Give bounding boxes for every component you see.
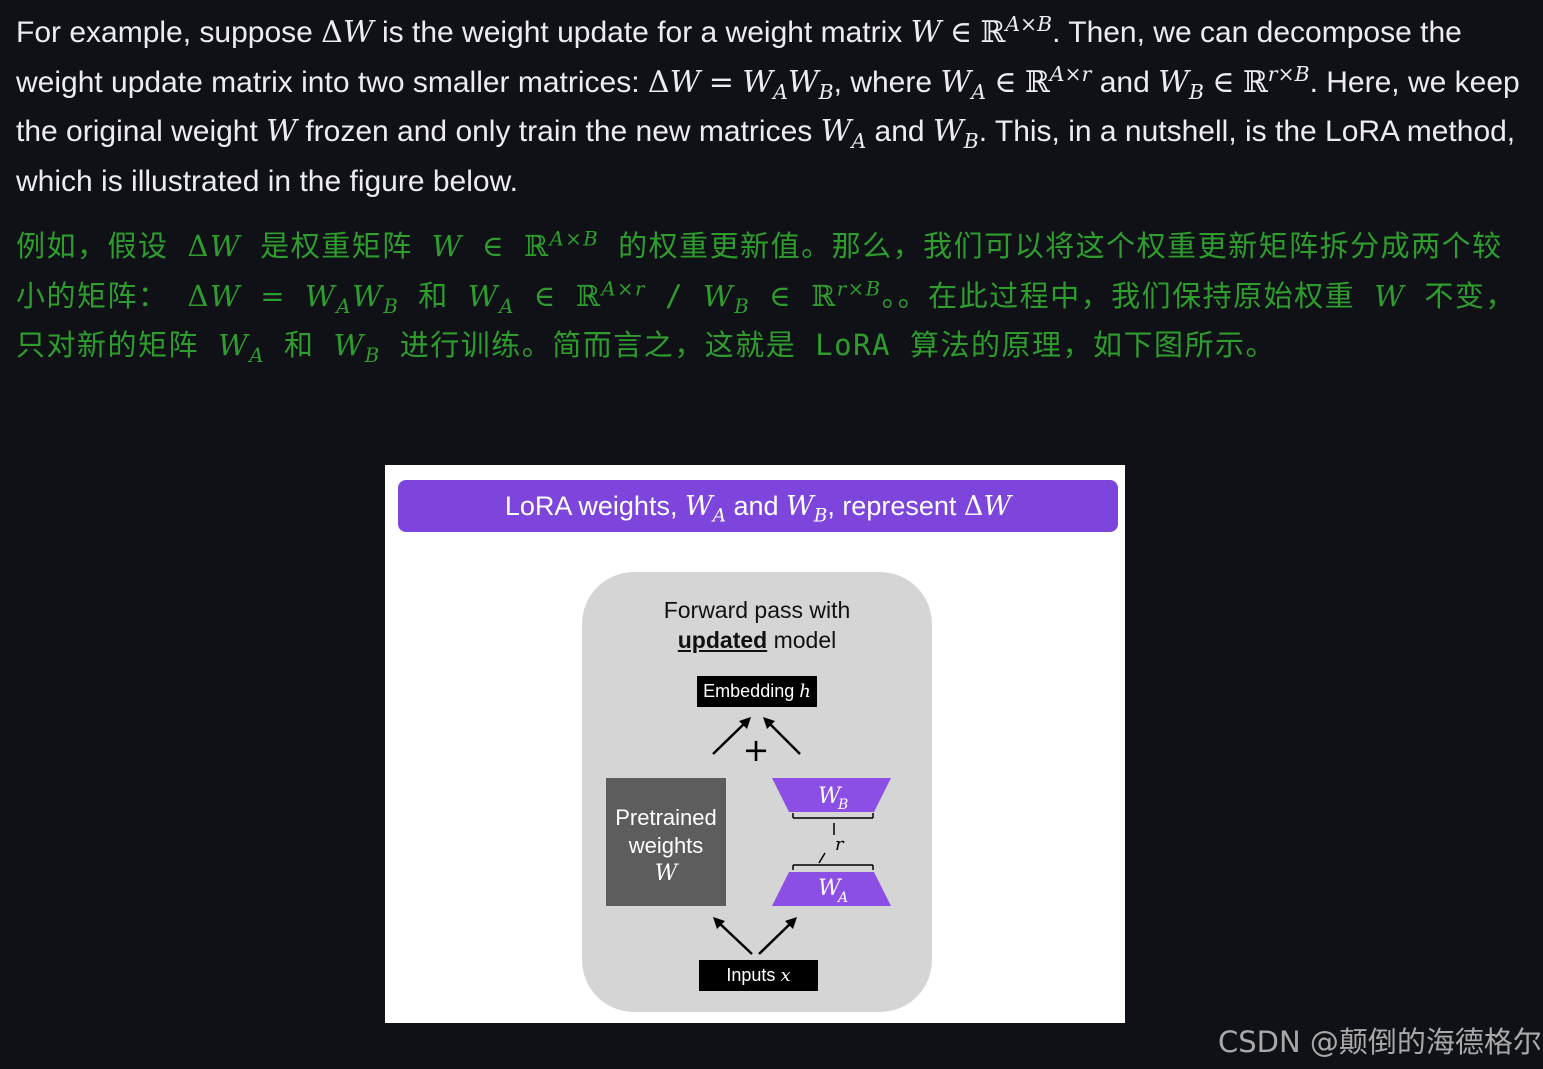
wa-subscript: A: [836, 890, 848, 906]
plus-sign: +: [743, 731, 770, 769]
wa-trapezoid: [772, 872, 891, 906]
wb-subscript: B: [837, 797, 848, 813]
lora-figure: LoRA weights, WA and WB, represent ΔW Fo…: [385, 465, 1125, 1023]
arrowhead-right-up: [763, 717, 775, 729]
arrowhead-input-left: [713, 917, 725, 929]
arrowhead-left-up: [739, 717, 751, 729]
wb-trapezoid: [772, 778, 891, 812]
figure-diagram: + W B r W A: [712, 717, 891, 955]
arrowhead-input-right: [785, 917, 797, 929]
rank-r-label: r: [835, 834, 845, 855]
forward-pass-title: Forward pass with updated model: [663, 597, 851, 653]
rank-tick-bottom: [818, 852, 826, 864]
arrow-input-to-wa: [758, 920, 794, 955]
arrow-right-to-embedding: [766, 720, 801, 755]
arrow-input-to-pretrained: [716, 920, 753, 955]
paragraph-english: For example, suppose ΔW is the weight up…: [16, 12, 1520, 198]
pretrained-weights-box: Pretrained weights W: [606, 778, 726, 906]
embedding-box: Embedding h: [697, 676, 817, 707]
wb-label: W: [818, 784, 843, 809]
wa-label: W: [818, 876, 843, 901]
paragraph-chinese: 例如，假设 ΔW 是权重矩阵 W ∈ ℝA×B 的权重更新值。那么，我们可以将这…: [16, 227, 1516, 367]
figure-banner: LoRA weights, WA and WB, represent ΔW: [398, 480, 1118, 532]
inputs-box: Inputs x: [699, 960, 818, 991]
csdn-watermark: CSDN @颠倒的海德格尔: [1218, 1025, 1542, 1059]
arrow-left-to-embedding: [712, 720, 748, 755]
